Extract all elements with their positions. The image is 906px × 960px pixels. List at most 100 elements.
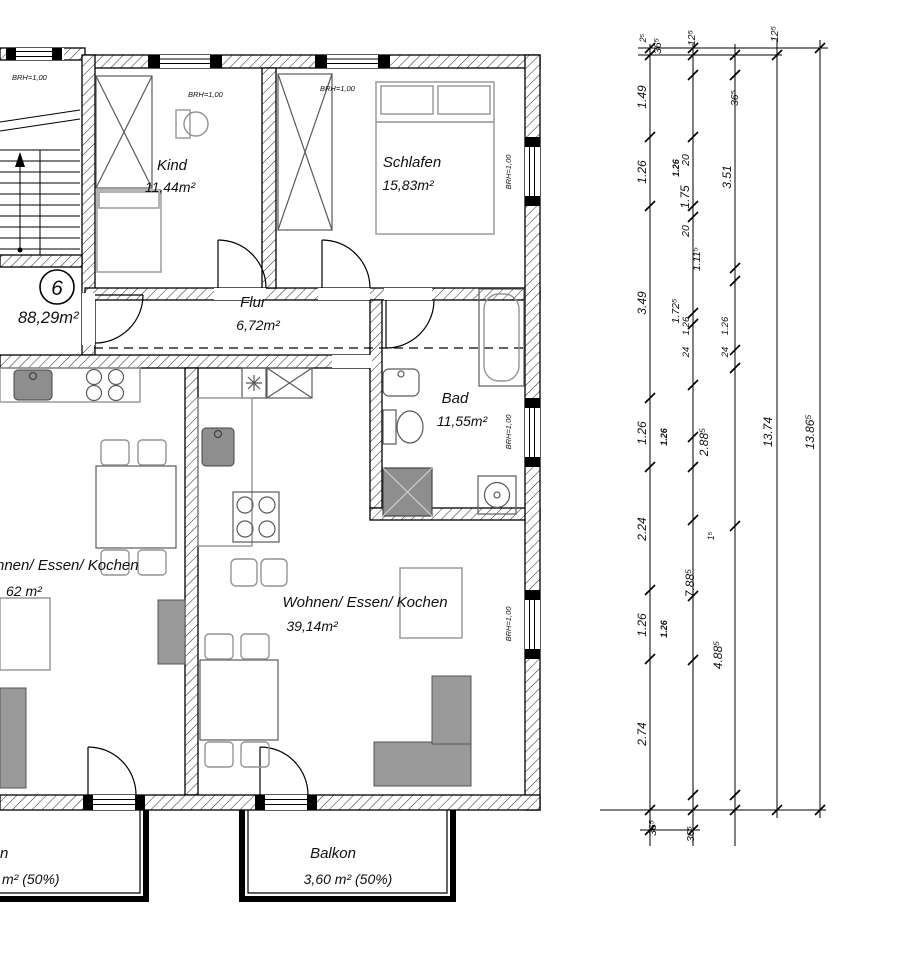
stair-break-line bbox=[0, 109, 81, 132]
dim-label: 1.26 bbox=[659, 427, 669, 446]
kitchen-sink-icon bbox=[201, 427, 235, 467]
dining-table-set bbox=[199, 633, 279, 768]
unit-number-badge bbox=[39, 269, 75, 305]
sill-label-east-wohnen: BRH=1,00 bbox=[504, 606, 513, 642]
bath-sink-icon bbox=[382, 368, 420, 397]
armchair bbox=[399, 567, 463, 639]
balcony-door-opening bbox=[255, 795, 317, 810]
neighbor-armchair bbox=[0, 597, 51, 671]
dim-label: 1.26 bbox=[720, 316, 731, 335]
wohnen-passage-opening bbox=[332, 355, 372, 368]
stool bbox=[230, 558, 258, 587]
washing-machine-icon bbox=[477, 475, 517, 515]
dim-label: 1.26 bbox=[659, 619, 669, 638]
kind-door-opening bbox=[214, 288, 266, 300]
room-label-neighbor-wohnen: hnen/ Essen/ Kochen bbox=[0, 557, 139, 574]
neighbor-balcony-door-icon bbox=[87, 746, 137, 796]
sill-label-kind: BRH=1,00 bbox=[188, 90, 224, 99]
middle-wall bbox=[84, 287, 541, 301]
stair-direction-arrow bbox=[15, 152, 25, 253]
kind-bed-icon bbox=[96, 189, 162, 273]
stair-window-icon bbox=[6, 48, 64, 60]
staircase bbox=[0, 109, 81, 255]
schlafen-wardrobe-icon bbox=[277, 73, 333, 231]
dim-label: 20 bbox=[680, 225, 692, 238]
dim-label: 1.26 bbox=[635, 421, 649, 445]
dim-label: 36⁵ bbox=[652, 37, 664, 54]
neighbor-sofa bbox=[0, 687, 27, 789]
dim-label: 13.74 bbox=[761, 417, 775, 447]
room-label-kind: Kind bbox=[157, 157, 188, 174]
entry-door-opening bbox=[82, 293, 95, 345]
kind-wardrobe-icon bbox=[95, 75, 153, 189]
neighbor-balcony-parapet bbox=[0, 810, 149, 902]
room-label-wohnen: Wohnen/ Essen/ Kochen bbox=[282, 594, 447, 611]
dim-label: 3.51 bbox=[720, 165, 734, 188]
bad-door-icon bbox=[385, 299, 435, 349]
dim-label: 13.86⁵ bbox=[803, 414, 817, 449]
schlafen-east-window-icon bbox=[525, 137, 540, 206]
neighbor-dining-table-set bbox=[95, 439, 177, 576]
dim-label: 1⁵ bbox=[706, 531, 716, 540]
neighbor-kitchen-sink-icon bbox=[13, 369, 53, 401]
room-area-wohnen: 39,14m² bbox=[286, 618, 339, 634]
flur-south-wall bbox=[0, 354, 373, 369]
balcony-door-icon bbox=[259, 746, 309, 796]
dimension-chains bbox=[600, 40, 828, 846]
balcony-parapet bbox=[239, 810, 456, 902]
dim-label: 1.26 bbox=[635, 160, 649, 184]
openings-and-windows bbox=[6, 48, 540, 810]
dim-label: 20 bbox=[680, 154, 692, 167]
schlafen-window-icon bbox=[315, 55, 390, 68]
room-area-neighbor-wohnen: 62 m² bbox=[6, 583, 43, 599]
entry-door-icon bbox=[94, 294, 144, 344]
sill-label-east-schlafen: BRH=1,00 bbox=[504, 154, 513, 190]
labels: 6 88,29m² Kind 11,44m² Schlafen 15,83m² … bbox=[0, 25, 817, 887]
dimension-ticks bbox=[644, 42, 826, 836]
room-label-neighbor-balkon: n bbox=[0, 845, 8, 862]
dim-label: 1.26 bbox=[681, 316, 692, 335]
room-area-flur: 6,72m² bbox=[236, 317, 281, 333]
sill-label-stair: BRH=1,00 bbox=[12, 73, 48, 82]
room-label-flur: Flur bbox=[240, 294, 267, 311]
room-label-balkon: Balkon bbox=[310, 845, 356, 862]
unit-number: 6 bbox=[51, 277, 63, 300]
dim-label: 12⁵ bbox=[769, 25, 781, 42]
schlafen-door-opening bbox=[318, 288, 370, 300]
stair-bottom-wall bbox=[0, 254, 83, 268]
room-area-bad: 11,55m² bbox=[437, 413, 489, 429]
dim-label: 36⁵ bbox=[729, 89, 741, 106]
dim-label: 12⁵ bbox=[686, 29, 698, 46]
bad-east-window-icon bbox=[525, 398, 540, 467]
room-area-neighbor-balkon: m² (50%) bbox=[2, 871, 60, 887]
dim-label: 2.88⁵ bbox=[697, 428, 711, 457]
kind-schlafen-wall bbox=[261, 67, 277, 289]
unit-area: 88,29m² bbox=[18, 309, 79, 327]
shower-icon bbox=[382, 467, 433, 517]
dim-label: 36⁵ bbox=[685, 825, 697, 842]
dim-label: 2⁵ bbox=[638, 33, 648, 43]
dim-label: 1.26 bbox=[671, 158, 681, 177]
kitchen-sink-unit-icon bbox=[266, 367, 313, 399]
dim-label: 36⁵ bbox=[647, 819, 659, 836]
room-area-schlafen: 15,83m² bbox=[382, 177, 435, 193]
dim-label: 24 bbox=[720, 347, 731, 359]
sill-label-schlafen: BRH=1,00 bbox=[320, 84, 356, 93]
kitchen-counter bbox=[197, 397, 253, 547]
room-area-balkon: 3,60 m² (50%) bbox=[304, 871, 393, 887]
dim-label: 1.72⁵ bbox=[670, 298, 682, 323]
dim-label: 24 bbox=[681, 347, 692, 359]
wohnen-east-window-icon bbox=[525, 590, 540, 659]
dim-label: 7.88⁵ bbox=[683, 569, 697, 597]
kind-chair-icon bbox=[175, 109, 209, 139]
stool bbox=[260, 558, 288, 587]
kind-window-icon bbox=[148, 55, 222, 68]
sofa-icon bbox=[373, 675, 472, 787]
balconies bbox=[0, 810, 456, 902]
cooktop-icon bbox=[232, 491, 280, 543]
double-bed-icon bbox=[375, 81, 495, 235]
room-area-kind: 11,44m² bbox=[145, 179, 197, 195]
apartment-divider-wall bbox=[184, 367, 199, 796]
